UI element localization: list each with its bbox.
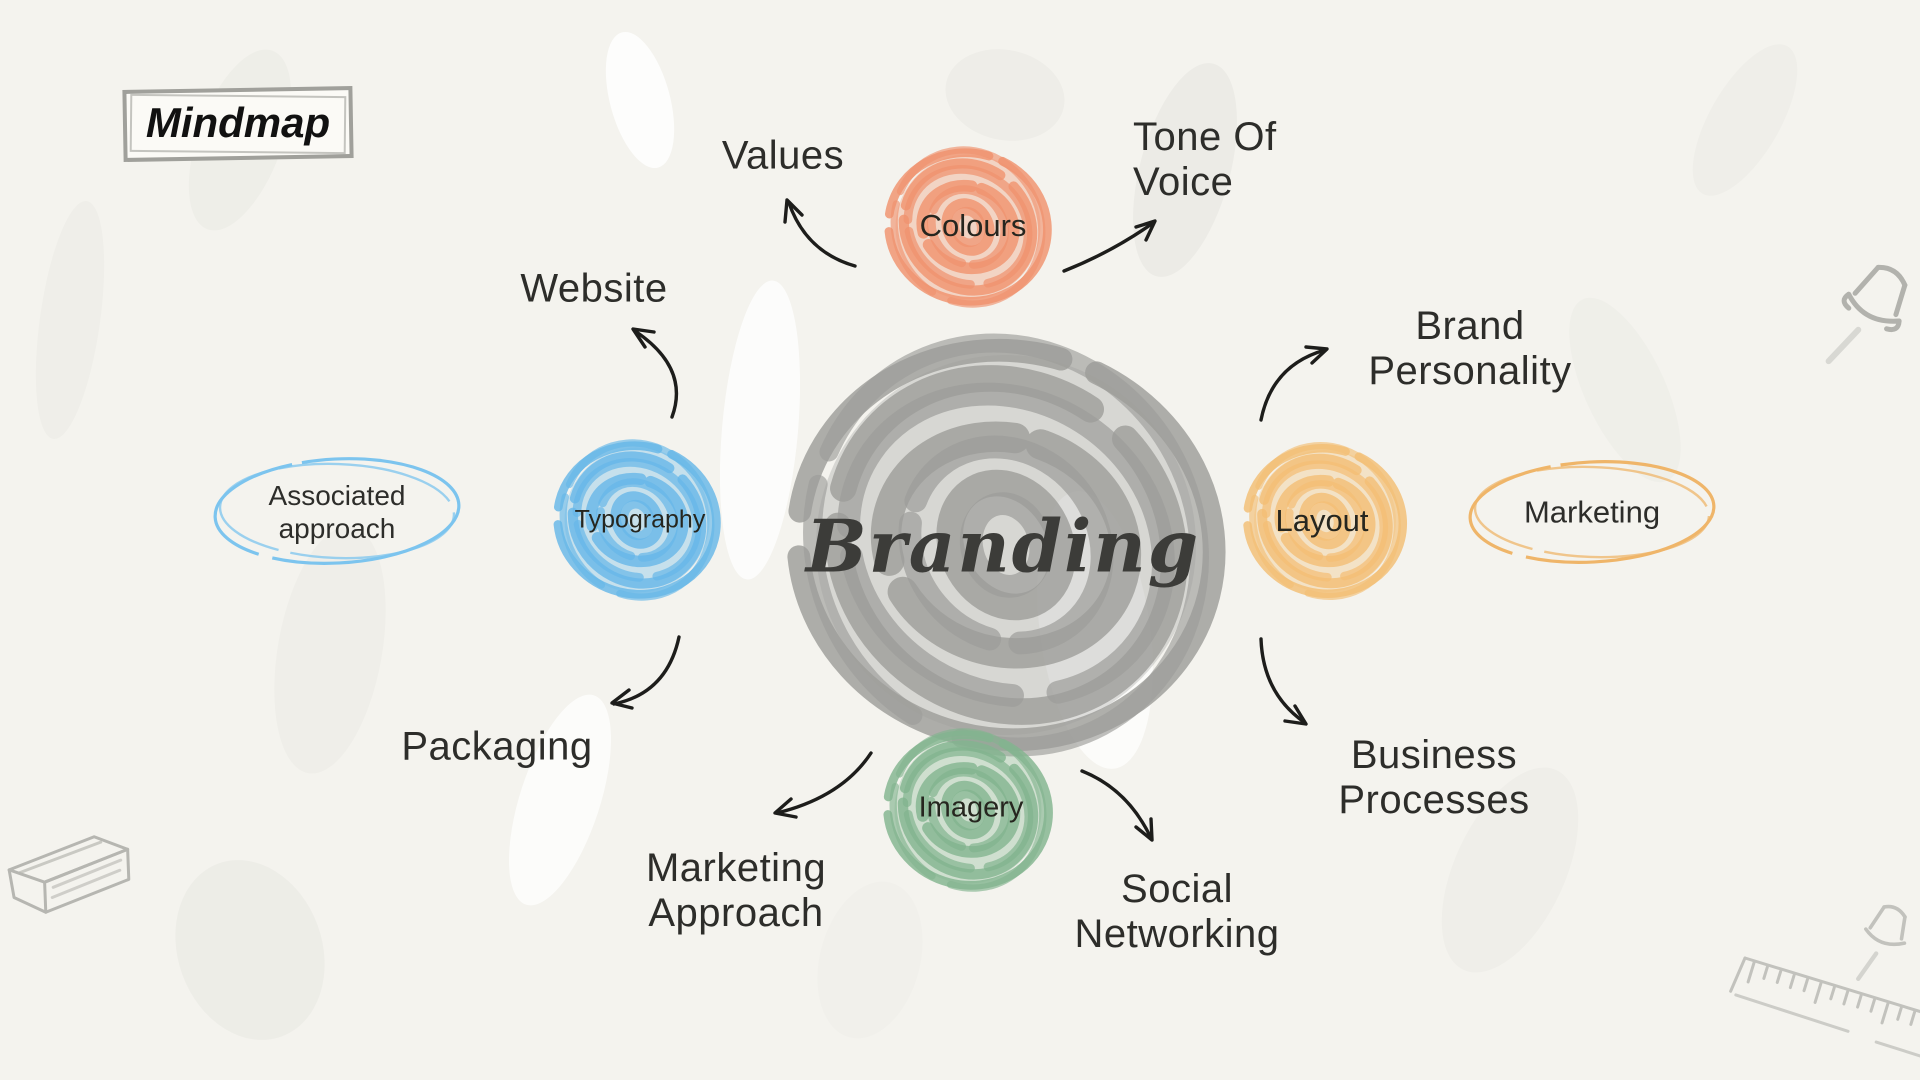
brand-personality-line1: Brand [1415, 304, 1525, 348]
branch-arrows [610, 198, 1329, 842]
associated-approach-oval [213, 457, 461, 565]
arrow-to-business-processes [1259, 637, 1308, 726]
node-label-layout: Layout [1275, 503, 1369, 538]
eraser-sketch-icon [7, 835, 131, 914]
business-processes-line2: Processes [1338, 778, 1530, 822]
arrow-to-packaging [610, 635, 681, 710]
branch-label-packaging: Packaging [401, 724, 593, 769]
node-label-colours: Colours [919, 208, 1027, 243]
mindmap-title: Mindmap [145, 99, 331, 146]
oval-label-associated-approach: Associated approach [269, 479, 406, 545]
tone-of-voice-line2: Voice [1133, 160, 1234, 204]
social-networking-line2: Networking [1074, 912, 1280, 956]
associated-approach-line1: Associated [268, 480, 406, 511]
arrow-to-brand-personality [1259, 345, 1329, 422]
pushpin-icon [1825, 264, 1908, 365]
tone-of-voice-line1: Tone Of [1133, 115, 1277, 159]
branch-label-marketing-approach: Marketing Approach [646, 846, 826, 936]
marketing-approach-line1: Marketing [645, 846, 827, 890]
node-label-typography: Typography [574, 505, 706, 534]
oval-label-marketing: Marketing [1523, 494, 1661, 530]
branch-label-tone-of-voice: Tone Of Voice [1133, 115, 1277, 205]
arrow-imagery-to-marketing-approach [773, 751, 873, 819]
arrow-colours-to-tone-of-voice [1062, 219, 1157, 273]
branch-label-values: Values [721, 133, 845, 178]
mindmap-title-badge: Mindmap [125, 88, 351, 158]
marketing-approach-line2: Approach [648, 891, 824, 935]
marketing-oval [1468, 460, 1716, 564]
node-label-imagery: Imagery [918, 791, 1024, 824]
business-processes-line1: Business [1350, 733, 1518, 777]
brand-personality-line2: Personality [1368, 349, 1572, 393]
center-node-label: Branding [805, 503, 1201, 589]
branch-label-business-processes: Business Processes [1338, 733, 1529, 823]
pushpin-icon [1856, 904, 1907, 981]
badge-frame [122, 85, 354, 163]
arrow-to-website [631, 327, 679, 419]
social-networking-line1: Social [1121, 867, 1233, 911]
associated-approach-line2: approach [278, 513, 396, 544]
ruler-icon [1729, 956, 1920, 1080]
branch-label-brand-personality: Brand Personality [1368, 304, 1571, 394]
branch-label-website: Website [520, 266, 668, 311]
arrow-colours-to-values [783, 198, 857, 268]
arrow-imagery-to-social-networking [1080, 769, 1154, 842]
branch-label-social-networking: Social Networking [1074, 867, 1279, 957]
